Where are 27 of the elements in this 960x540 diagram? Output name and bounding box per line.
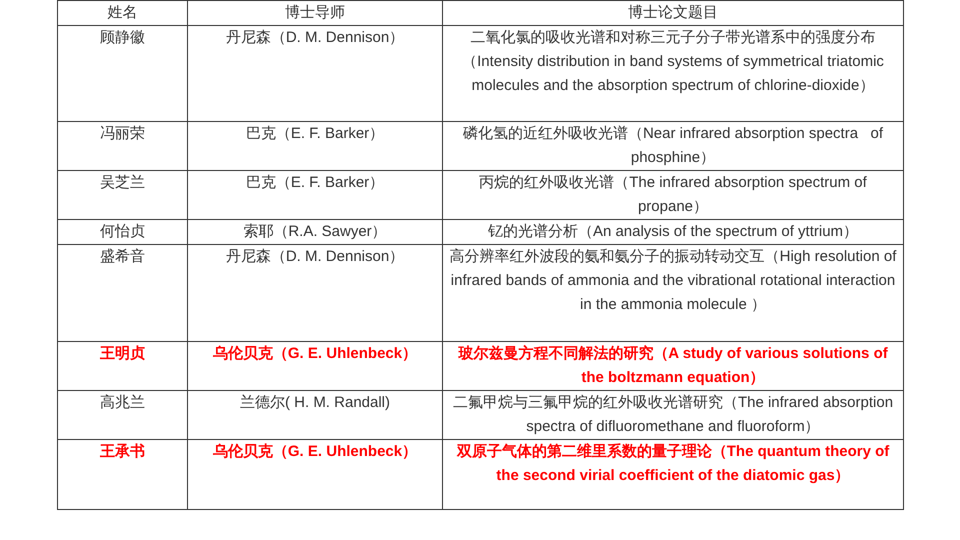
table-cell: 兰德尔( H. M. Randall) bbox=[188, 391, 443, 440]
table-cell: 磷化氢的近红外吸收光谱（Near infrared absorption spectra of phosphine） bbox=[443, 122, 904, 171]
table-cell: 吴芝兰 bbox=[58, 171, 188, 220]
table-cell: 乌伦贝克（G. E. Uhlenbeck） bbox=[188, 440, 443, 510]
table-cell: 高兆兰 bbox=[58, 391, 188, 440]
table-cell: 顾静徽 bbox=[58, 26, 188, 122]
table-cell: 二氧化氯的吸收光谱和对称三元子分子带光谱系中的强度分布（Intensity distribution in band systems of symmetrical triatomic molecules and the absorption spectrum of chlorine-dioxide） bbox=[443, 26, 904, 122]
table-cell: 玻尔兹曼方程不同解法的研究（A study of various solutions of the boltzmann equation） bbox=[443, 342, 904, 391]
table-cell: 丙烷的红外吸收光谱（The infrared absorption spectrum of propane） bbox=[443, 171, 904, 220]
table-cell: 盛希音 bbox=[58, 245, 188, 342]
table-cell: 冯丽荣 bbox=[58, 122, 188, 171]
table-cell: 高分辨率红外波段的氨和氨分子的振动转动交互（High resolution of infrared bands of ammonia and the vibrational rotational interaction in the ammonia molecule ） bbox=[443, 245, 904, 342]
table-cell: 巴克（E. F. Barker） bbox=[188, 171, 443, 220]
table-cell: 索耶（R.A. Sawyer） bbox=[188, 220, 443, 245]
table-cell: 二氟甲烷与三氟甲烷的红外吸收光谱研究（The infrared absorption spectra of difluoromethane and fluoroform） bbox=[443, 391, 904, 440]
table-cell: 丹尼森（D. M. Dennison） bbox=[188, 245, 443, 342]
table-cell: 巴克（E. F. Barker） bbox=[188, 122, 443, 171]
table-cell: 何怡贞 bbox=[58, 220, 188, 245]
column-header: 姓名 bbox=[58, 1, 188, 26]
column-header: 博士论文题目 bbox=[443, 1, 904, 26]
table-cell: 乌伦贝克（G. E. Uhlenbeck） bbox=[188, 342, 443, 391]
table-cell: 钇的光谱分析（An analysis of the spectrum of yttrium） bbox=[443, 220, 904, 245]
table-cell: 丹尼森（D. M. Dennison） bbox=[188, 26, 443, 122]
column-header: 博士导师 bbox=[188, 1, 443, 26]
table-cell: 双原子气体的第二维里系数的量子理论（The quantum theory of the second virial coefficient of the diatomic gas） bbox=[443, 440, 904, 510]
table-cell: 王明贞 bbox=[58, 342, 188, 391]
table-cell: 王承书 bbox=[58, 440, 188, 510]
